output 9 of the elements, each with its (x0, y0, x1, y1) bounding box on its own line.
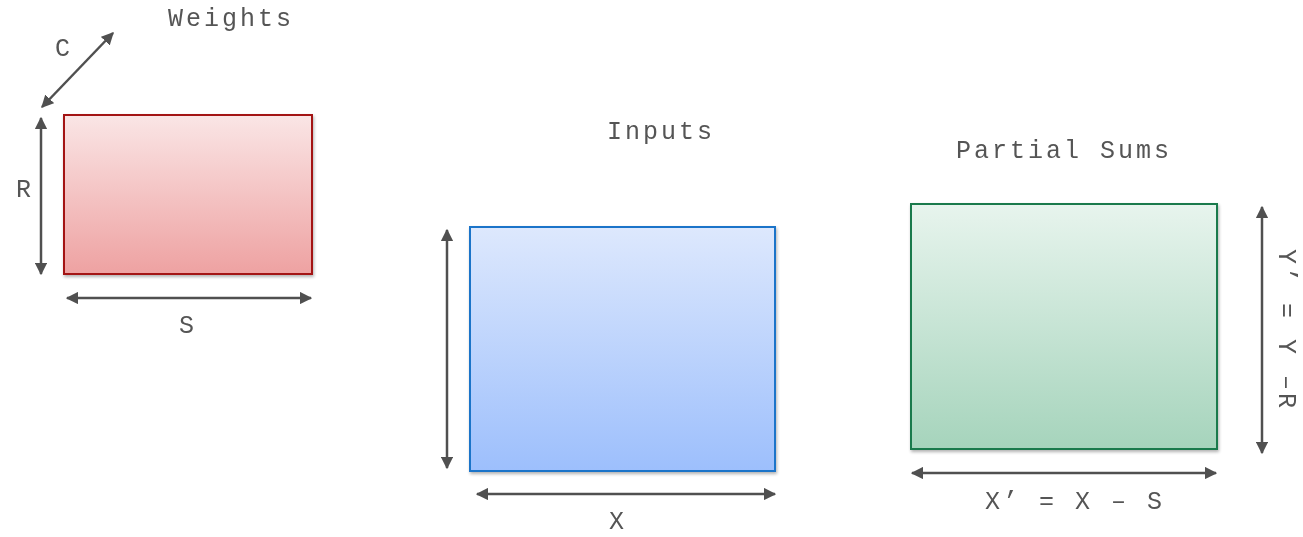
block-title: Partial Sums (956, 137, 1172, 167)
dimension-label: X (609, 508, 627, 537)
dimension-label: Y’ = Y –R (1270, 249, 1300, 411)
dimension-label: S (179, 312, 197, 342)
dimension-label: X’ = X – S (985, 488, 1165, 518)
dimension-label: R (16, 176, 34, 206)
block-title: Weights (168, 5, 294, 35)
dimension-label: C (55, 35, 73, 65)
block-title: Inputs (607, 118, 715, 148)
